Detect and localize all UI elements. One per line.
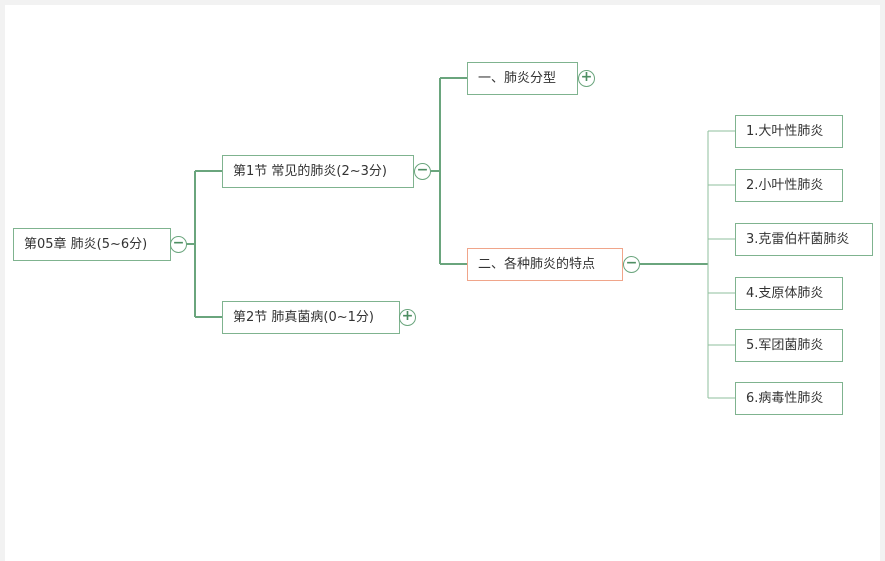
collapse-section-1-toggle[interactable]: −	[414, 163, 431, 180]
leaf-node-2-label: 2.小叶性肺炎	[746, 178, 824, 193]
mindmap-canvas: 第05章 肺炎(5~6分) − 第1节 常见的肺炎(2~3分) − 第2节 肺真…	[5, 5, 880, 561]
leaf-node-5-label: 5.军团菌肺炎	[746, 338, 824, 353]
section-node-1-label: 第1节 常见的肺炎(2~3分)	[233, 164, 387, 179]
collapse-root-toggle[interactable]: −	[170, 236, 187, 253]
leaf-node-3-label: 3.克雷伯杆菌肺炎	[746, 232, 850, 247]
section-node-2-label: 第2节 肺真菌病(0~1分)	[233, 310, 374, 325]
topic-node-1-label: 一、肺炎分型	[478, 71, 557, 86]
root-node[interactable]: 第05章 肺炎(5~6分)	[13, 228, 171, 261]
leaf-node-5[interactable]: 5.军团菌肺炎	[735, 329, 843, 362]
leaf-node-3[interactable]: 3.克雷伯杆菌肺炎	[735, 223, 873, 256]
section-node-1[interactable]: 第1节 常见的肺炎(2~3分)	[222, 155, 414, 188]
collapse-topic-2-toggle[interactable]: −	[623, 256, 640, 273]
section-node-2[interactable]: 第2节 肺真菌病(0~1分)	[222, 301, 400, 334]
connector-lines	[186, 77, 735, 399]
expand-topic-1-toggle[interactable]: +	[578, 70, 595, 87]
leaf-node-6[interactable]: 6.病毒性肺炎	[735, 382, 843, 415]
leaf-node-4[interactable]: 4.支原体肺炎	[735, 277, 843, 310]
leaf-node-1[interactable]: 1.大叶性肺炎	[735, 115, 843, 148]
leaf-node-6-label: 6.病毒性肺炎	[746, 391, 824, 406]
leaf-node-4-label: 4.支原体肺炎	[746, 286, 824, 301]
root-node-label: 第05章 肺炎(5~6分)	[24, 237, 148, 252]
topic-node-1[interactable]: 一、肺炎分型	[467, 62, 578, 95]
leaf-node-2[interactable]: 2.小叶性肺炎	[735, 169, 843, 202]
topic-node-2[interactable]: 二、各种肺炎的特点	[467, 248, 623, 281]
topic-node-2-label: 二、各种肺炎的特点	[478, 257, 596, 272]
leaf-node-1-label: 1.大叶性肺炎	[746, 124, 824, 139]
expand-section-2-toggle[interactable]: +	[399, 309, 416, 326]
